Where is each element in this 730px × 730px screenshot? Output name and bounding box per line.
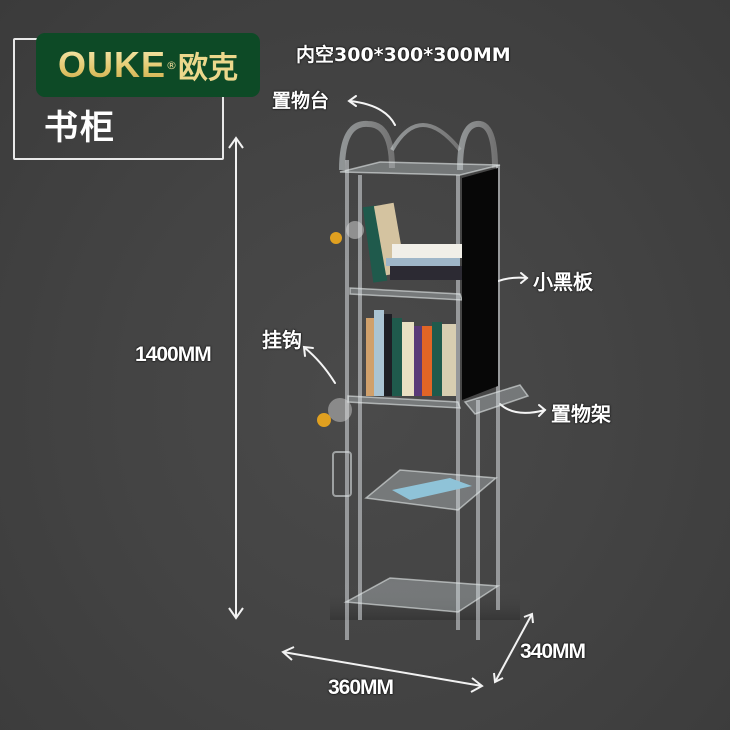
brand-name-cn: 欧克	[178, 51, 238, 86]
brand-logo: OUKE®欧克	[36, 33, 260, 97]
callout-hook: 挂钩	[262, 328, 302, 352]
books-icon	[362, 202, 472, 500]
callout-arrow-top-icon	[349, 100, 396, 126]
callout-rack: 置物架	[551, 402, 611, 426]
brand-name: OUKE	[57, 44, 166, 85]
depth-arrow-icon	[493, 612, 534, 684]
callout-blackboard: 小黑板	[533, 270, 593, 294]
height-dimension: 1400MM	[135, 343, 212, 366]
callout-arrow-hook-icon	[304, 347, 336, 384]
product-title: 书柜	[44, 108, 116, 148]
flowers-icon	[317, 221, 364, 497]
width-dimension: 360MM	[328, 676, 394, 699]
registered-mark: ®	[166, 58, 177, 72]
height-arrow-icon	[228, 136, 244, 620]
depth-dimension: 340MM	[520, 640, 586, 663]
callout-arrow-rack-icon	[499, 403, 546, 414]
inner-space-spec: 内空300*300*300MM	[296, 44, 511, 66]
blackboard-icon	[462, 168, 498, 400]
bookshelf-icon	[317, 120, 530, 640]
width-arrow-icon	[281, 646, 484, 693]
callout-top-platform: 置物台	[272, 90, 330, 112]
